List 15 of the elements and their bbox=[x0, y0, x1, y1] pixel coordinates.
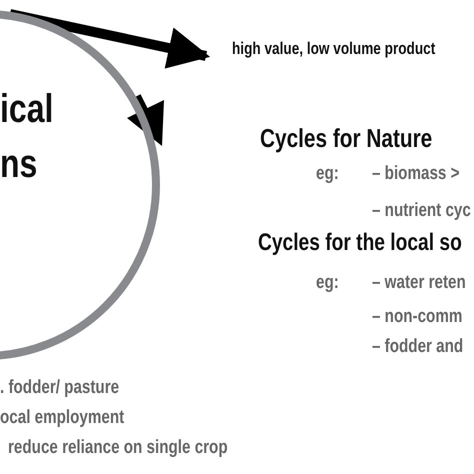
list-item: – water reten bbox=[372, 273, 466, 294]
list-item: – fodder and bbox=[372, 337, 464, 358]
list-item: – non-comm bbox=[372, 307, 462, 328]
section-heading: Cycles for the local so bbox=[258, 230, 462, 256]
example-prefix: eg: bbox=[316, 273, 339, 294]
output-label: high value, low volume product bbox=[232, 40, 436, 59]
section-heading: Cycles for Nature bbox=[260, 124, 432, 153]
circle-title: ical ns bbox=[0, 86, 54, 188]
list-item: reduce reliance on single crop bbox=[8, 438, 228, 459]
list-item: – nutrient cyc bbox=[372, 201, 471, 222]
arrow bbox=[8, 9, 210, 69]
example-prefix: eg: bbox=[316, 164, 339, 185]
list-item: ocal employment bbox=[0, 408, 124, 429]
list-item: – biomass > bbox=[372, 164, 460, 185]
list-item: . fodder/ pasture bbox=[0, 378, 120, 399]
